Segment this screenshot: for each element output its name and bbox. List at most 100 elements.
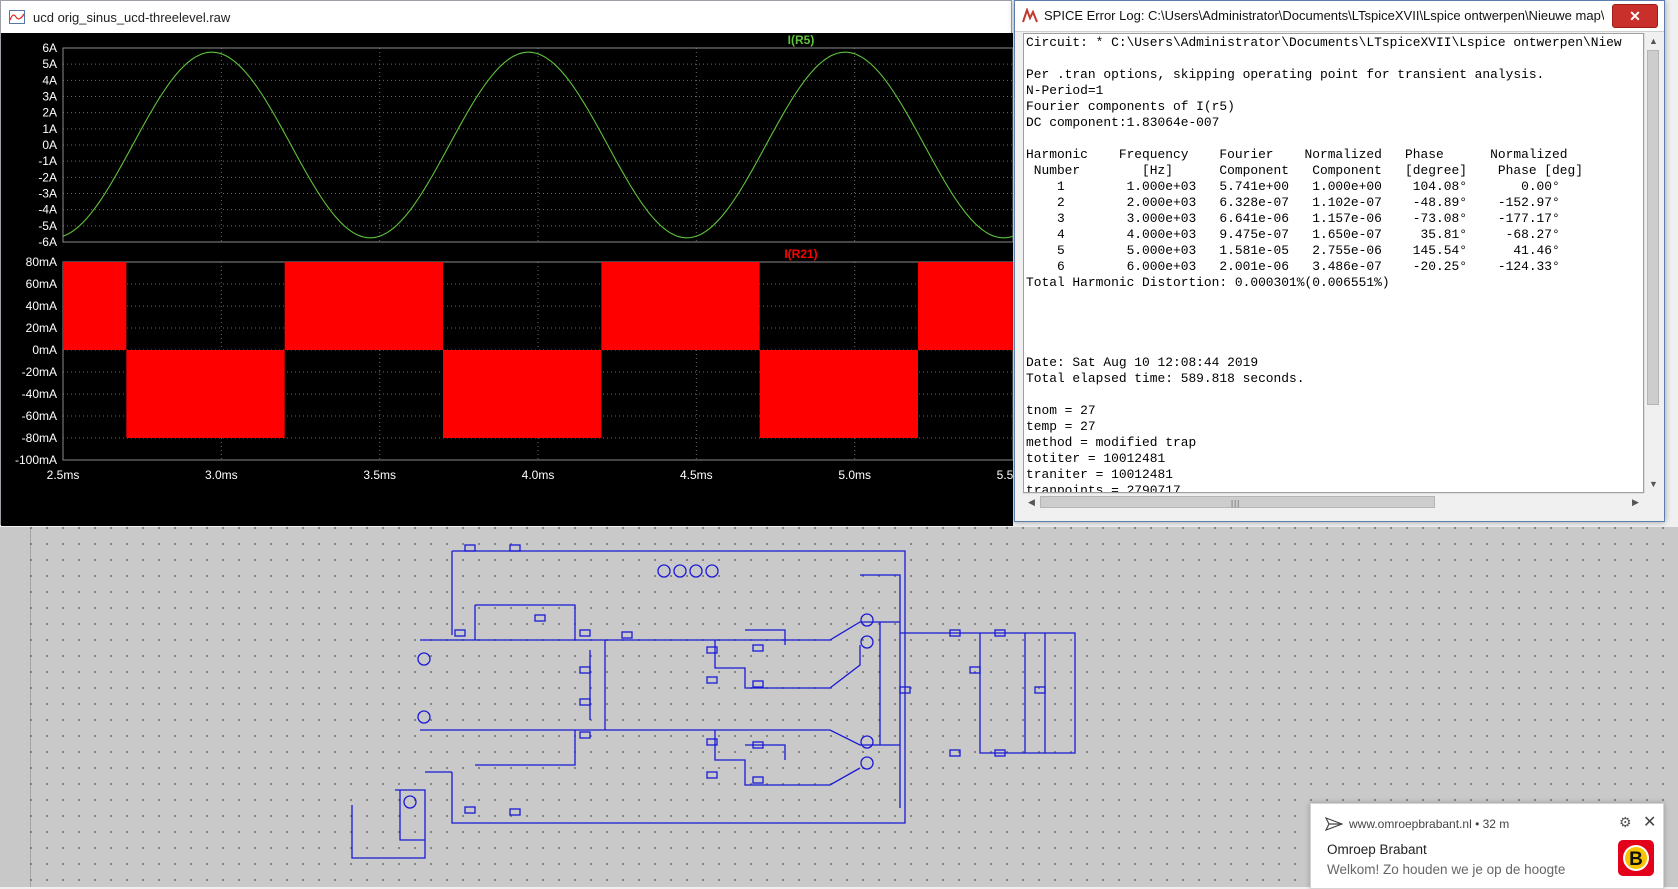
scroll-up-arrow-icon[interactable]: ▲ (1649, 36, 1658, 46)
wire[interactable] (714, 640, 861, 689)
y-tick-label: -6A (38, 235, 57, 249)
error-log-text-area[interactable]: Circuit: * C:\Users\Administrator\Docume… (1023, 33, 1644, 493)
component-symbol[interactable] (949, 629, 961, 637)
waveform-titlebar[interactable]: ucd orig_sinus_ucd-threelevel.raw (1, 1, 1011, 34)
wire[interactable] (399, 790, 425, 841)
toast-message: Welkom! Zo houden we je op de hoogte (1327, 862, 1566, 877)
y-tick-label: -60mA (22, 409, 57, 423)
wire[interactable] (475, 604, 576, 640)
wire[interactable] (420, 621, 900, 641)
omroep-brabant-logo: B (1618, 840, 1654, 876)
component-symbol[interactable] (949, 749, 961, 757)
y-tick-label: -4A (38, 203, 57, 217)
series-i-r21-segment (284, 262, 443, 350)
wire[interactable] (351, 789, 426, 859)
x-tick-label: 2.5ms (47, 468, 80, 482)
component-symbol[interactable] (752, 644, 764, 652)
y-tick-label: -5A (38, 219, 57, 233)
y-tick-label: -1A (38, 154, 57, 168)
toast-source: www.omroepbrabant.nl • 32 m (1349, 817, 1509, 831)
scroll-right-arrow-icon[interactable]: ▶ (1632, 497, 1639, 507)
component-symbol[interactable] (1034, 686, 1046, 694)
vertical-scroll-thumb[interactable] (1647, 50, 1659, 405)
wire[interactable] (714, 730, 861, 786)
component-symbol[interactable] (579, 666, 591, 674)
wire[interactable] (900, 632, 1076, 754)
transistor-symbol[interactable] (417, 710, 431, 724)
series-i-r21-segment (126, 350, 285, 438)
series-i-r21-segment (443, 350, 602, 438)
schematic-window-edge (0, 527, 31, 887)
y-tick-label: 5A (42, 57, 57, 71)
y-tick-label: 6A (42, 41, 57, 55)
y-tick-label: 80mA (26, 255, 57, 269)
y-tick-label: 20mA (26, 321, 57, 335)
vertical-scrollbar[interactable]: ▲ ▼ (1644, 33, 1662, 493)
ltspice-app-icon (1022, 8, 1038, 24)
component-symbol[interactable] (994, 629, 1006, 637)
transistor-symbol[interactable] (860, 756, 874, 770)
circuit-drawing[interactable] (351, 544, 1076, 859)
transistor-symbol[interactable] (860, 635, 874, 649)
component-symbol[interactable] (994, 749, 1006, 757)
wire[interactable] (860, 574, 901, 808)
component-symbol[interactable] (752, 741, 764, 749)
spice-error-log-window: SPICE Error Log: C:\Users\Administrator\… (1014, 0, 1665, 522)
close-icon: ✕ (1629, 8, 1641, 24)
scroll-down-arrow-icon[interactable]: ▼ (1649, 479, 1658, 489)
error-log-title: SPICE Error Log: C:\Users\Administrator\… (1044, 8, 1604, 23)
transistor-symbol[interactable] (657, 564, 671, 578)
x-tick-label: 5.5ms (997, 468, 1013, 482)
legend-i-r5[interactable]: I(R5) (788, 33, 815, 47)
y-tick-label: 60mA (26, 277, 57, 291)
wire[interactable] (420, 729, 900, 746)
series-i-r5-line (62, 51, 1013, 239)
scroll-left-arrow-icon[interactable]: ◀ (1028, 497, 1035, 507)
error-log-titlebar[interactable]: SPICE Error Log: C:\Users\Administrator\… (1015, 1, 1664, 32)
waveform-window-title: ucd orig_sinus_ucd-threelevel.raw (33, 10, 231, 25)
transistor-symbol[interactable] (705, 564, 719, 578)
component-symbol[interactable] (454, 629, 466, 637)
y-tick-label: 4A (42, 73, 57, 87)
transistor-symbol[interactable] (417, 652, 431, 666)
component-symbol[interactable] (752, 776, 764, 784)
gear-icon[interactable]: ⚙ (1619, 814, 1632, 830)
y-tick-label: 40mA (26, 299, 57, 313)
close-icon[interactable]: ✕ (1643, 814, 1657, 831)
component-symbol[interactable] (509, 808, 521, 816)
component-symbol[interactable] (706, 738, 718, 746)
wire[interactable] (451, 550, 906, 824)
transistor-symbol[interactable] (860, 613, 874, 627)
component-symbol[interactable] (752, 680, 764, 688)
wire[interactable] (475, 730, 576, 766)
component-symbol[interactable] (621, 631, 633, 639)
transistor-symbol[interactable] (689, 564, 703, 578)
waveform-plot[interactable]: 6A5A4A3A2A1A0A-1A-2A-3A-4A-5A-6A80mA60mA… (1, 33, 1013, 526)
wire[interactable] (745, 629, 786, 645)
horizontal-scroll-thumb[interactable]: ||| (1040, 496, 1435, 508)
close-button[interactable]: ✕ (1612, 4, 1658, 28)
y-tick-label: 2A (42, 106, 57, 120)
transistor-symbol[interactable] (403, 795, 417, 809)
waveform-window: ucd orig_sinus_ucd-threelevel.raw 6A 5A 4A… (0, 0, 1013, 526)
component-symbol[interactable] (464, 806, 476, 814)
component-symbol[interactable] (899, 686, 911, 694)
component-symbol[interactable] (579, 698, 591, 706)
notification-toast[interactable]: www.omroepbrabant.nl • 32 m ⚙ ✕ Omroep B… (1310, 803, 1664, 889)
transistor-symbol[interactable] (860, 735, 874, 749)
component-symbol[interactable] (509, 544, 521, 552)
component-symbol[interactable] (579, 629, 591, 637)
component-symbol[interactable] (706, 646, 718, 654)
wire[interactable] (745, 744, 786, 760)
waveform-file-icon (9, 10, 25, 24)
component-symbol[interactable] (579, 731, 591, 739)
legend-i-r21[interactable]: I(R21) (784, 247, 817, 261)
component-symbol[interactable] (534, 614, 546, 622)
horizontal-scrollbar[interactable]: ◀ ||| ▶ (1023, 493, 1644, 511)
component-symbol[interactable] (464, 544, 476, 552)
transistor-symbol[interactable] (673, 564, 687, 578)
y-tick-label: -3A (38, 187, 57, 201)
component-symbol[interactable] (706, 771, 718, 779)
component-symbol[interactable] (969, 666, 981, 674)
component-symbol[interactable] (706, 676, 718, 684)
